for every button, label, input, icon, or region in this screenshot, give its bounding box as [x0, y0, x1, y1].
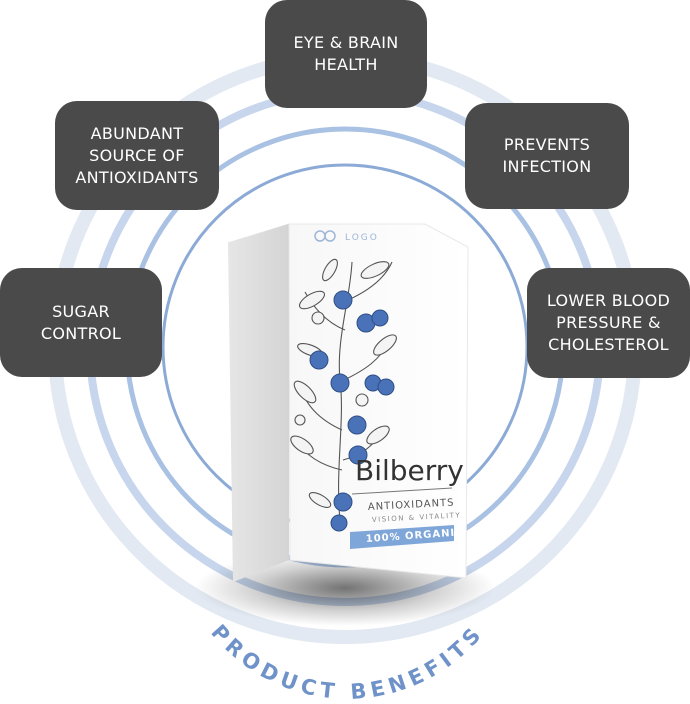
product-name: Bilberry: [355, 454, 464, 487]
box-logo-text: LOGO: [345, 233, 379, 243]
benefit-eye-brain-health: EYE & BRAIN HEALTH: [265, 0, 427, 108]
organic-badge: [350, 525, 454, 549]
box-side: [228, 224, 289, 582]
box-logo: LOGO: [314, 230, 379, 243]
benefit-antioxidants: ABUNDANT SOURCE OF ANTIOXIDANTS: [55, 101, 219, 210]
product-subtitle: ANTIOXIDANTS: [368, 497, 455, 513]
benefit-prevents-infection: PREVENTS INFECTION: [465, 103, 629, 209]
benefit-sugar-control: SUGAR CONTROL: [0, 268, 162, 377]
benefit-lower-blood-pressure: LOWER BLOOD PRESSURE & CHOLESTEROL: [527, 268, 690, 378]
product-box: LOGO: [227, 223, 469, 582]
berries: [309, 290, 395, 532]
name-divider: [351, 487, 453, 495]
